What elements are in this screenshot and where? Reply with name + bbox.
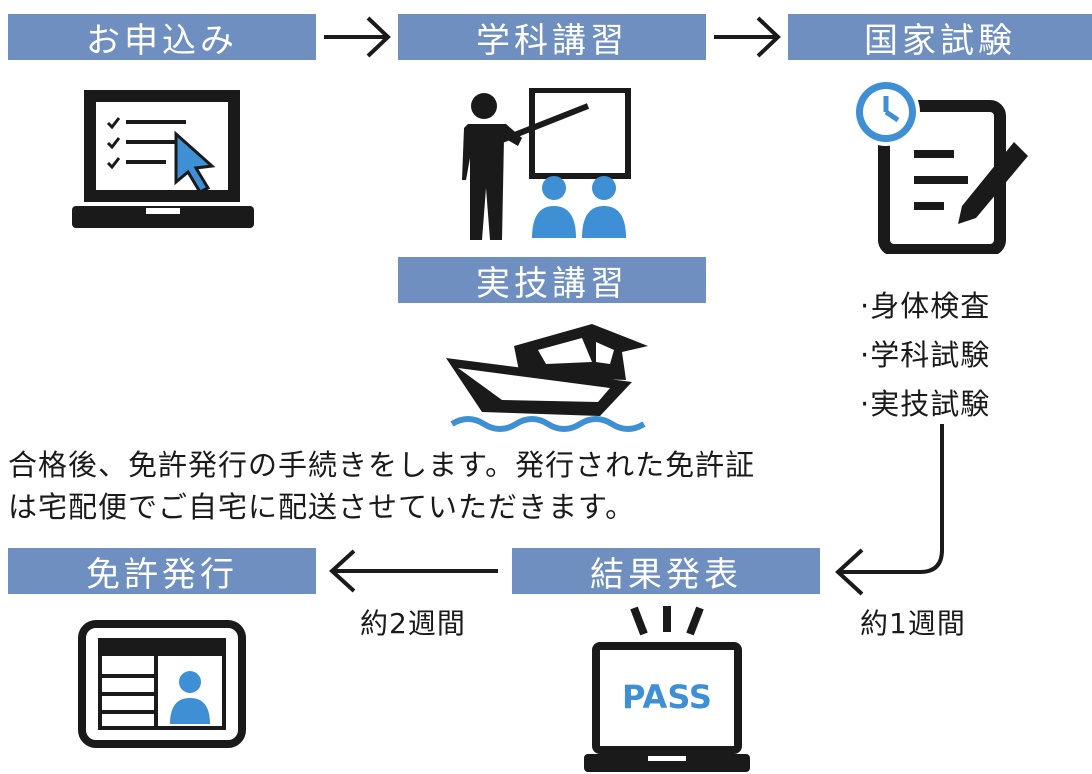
step-practical: 実技講習 bbox=[398, 257, 706, 304]
exam-item: ·実技試験 bbox=[860, 387, 991, 421]
arrow-curve-left-icon bbox=[835, 424, 944, 596]
duration-to-result: 約1週間 bbox=[860, 607, 966, 640]
step-apply-label: お申込み bbox=[86, 20, 238, 61]
exam-item: ·身体検査 bbox=[860, 289, 991, 323]
note-line: は宅配便でご自宅に配送させていただきます。 bbox=[8, 490, 636, 524]
step-academic: 学科講習 bbox=[398, 14, 706, 61]
exam-item: ·学科試験 bbox=[860, 338, 991, 372]
step-exam: 国家試験 bbox=[788, 14, 1092, 61]
exam-sheet-clock-icon bbox=[852, 78, 1028, 254]
arrow-left-icon bbox=[329, 549, 498, 593]
step-result-label: 結果発表 bbox=[590, 554, 742, 595]
duration-to-license: 約2週間 bbox=[360, 607, 466, 640]
exam-items: ·身体検査 ·学科試験 ·実技試験 bbox=[860, 282, 990, 429]
laptop-pass-icon: PASS bbox=[584, 606, 750, 772]
step-exam-label: 国家試験 bbox=[864, 20, 1016, 61]
arrow-right-icon bbox=[324, 16, 391, 58]
license-card-icon bbox=[78, 620, 246, 748]
step-apply: お申込み bbox=[8, 14, 316, 61]
step-result: 結果発表 bbox=[512, 548, 820, 595]
step-practical-label: 実技講習 bbox=[476, 263, 628, 304]
step-license-label: 免許発行 bbox=[86, 554, 238, 595]
pass-label: PASS bbox=[622, 678, 712, 716]
step-license: 免許発行 bbox=[8, 548, 316, 595]
lecture-icon bbox=[462, 88, 631, 240]
note-line: 合格後、免許発行の手続きをします。発行された免許証 bbox=[8, 448, 756, 482]
boat-icon bbox=[446, 324, 648, 432]
procedure-note: 合格後、免許発行の手続きをします。発行された免許証 は宅配便でご自宅に配送させて… bbox=[8, 444, 838, 528]
laptop-checklist-icon bbox=[72, 90, 254, 228]
arrow-right-icon bbox=[714, 16, 781, 58]
step-academic-label: 学科講習 bbox=[476, 20, 628, 61]
